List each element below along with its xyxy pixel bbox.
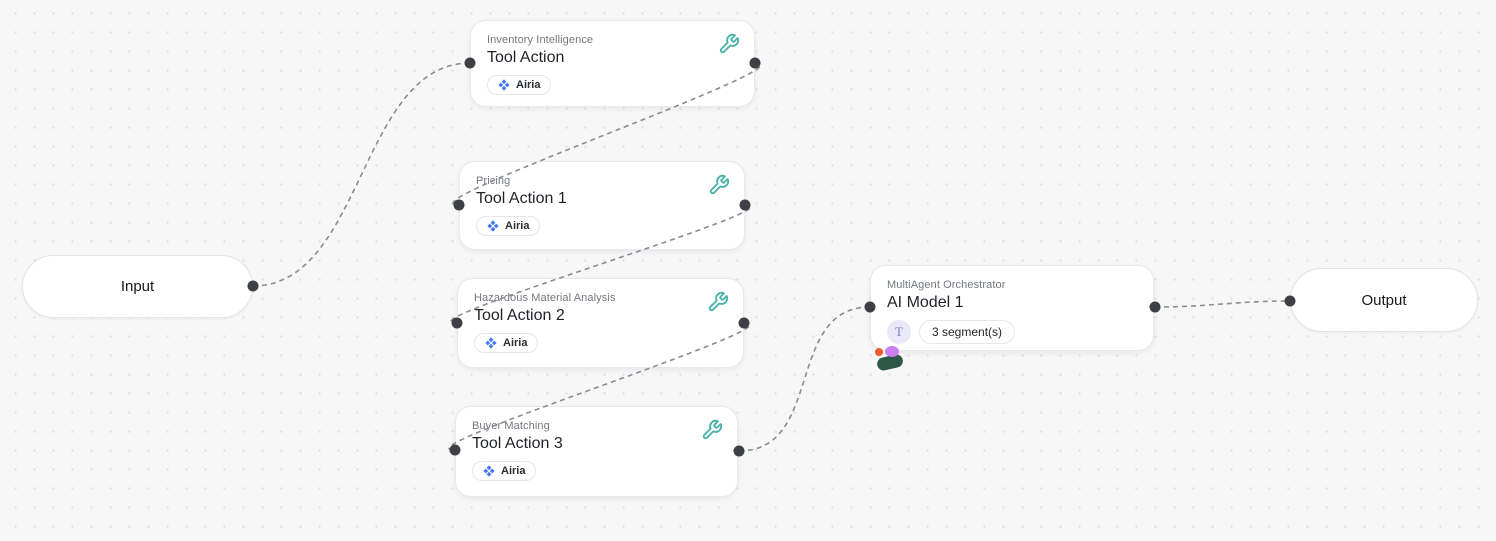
tool-action-1-node[interactable]: Pricing Tool Action 1 Airia: [459, 161, 745, 250]
airia-diamond-icon: [483, 465, 495, 477]
wrench-icon: [707, 291, 729, 318]
node-title: Tool Action 3: [472, 435, 563, 452]
connection-handle[interactable]: [1284, 295, 1296, 307]
airia-badge-label: Airia: [516, 79, 541, 91]
connection-handle[interactable]: [453, 199, 465, 211]
input-node[interactable]: Input: [22, 255, 253, 318]
tool-action-2-node[interactable]: Hazardous Material Analysis Tool Action …: [457, 278, 744, 368]
airia-badge: Airia: [474, 333, 539, 353]
node-subtitle: MultiAgent Orchestrator: [887, 279, 1006, 291]
node-title: Tool Action: [487, 49, 565, 66]
airia-diamond-icon: [498, 79, 510, 91]
airia-diamond-icon: [485, 337, 497, 349]
node-subtitle: Buyer Matching: [472, 420, 550, 432]
wrench-icon: [708, 174, 730, 201]
logo-orange-dot: [875, 348, 883, 356]
connection-handle[interactable]: [738, 317, 750, 329]
text-type-badge: T: [887, 320, 911, 344]
airia-badge-label: Airia: [505, 220, 530, 232]
output-node-label: Output: [1361, 291, 1407, 309]
connection-handle[interactable]: [464, 57, 476, 69]
ai-model-node[interactable]: MultiAgent Orchestrator AI Model 1 T 3 s…: [870, 265, 1154, 372]
connection-handle[interactable]: [451, 317, 463, 329]
node-title: Tool Action 2: [474, 307, 565, 324]
tool-action-node[interactable]: Inventory Intelligence Tool Action Airia: [470, 20, 755, 107]
airia-badge-label: Airia: [501, 465, 526, 477]
airia-badge: Airia: [472, 461, 537, 481]
connection-handle[interactable]: [733, 445, 745, 457]
connection-handle[interactable]: [247, 280, 259, 292]
node-title: AI Model 1: [887, 294, 964, 311]
airia-badge: Airia: [487, 75, 552, 95]
output-node[interactable]: Output: [1290, 268, 1478, 332]
airia-badge-label: Airia: [503, 337, 528, 349]
node-subtitle: Pricing: [476, 175, 511, 187]
wrench-icon: [718, 33, 740, 60]
airia-badge: Airia: [476, 216, 541, 236]
node-title: Tool Action 1: [476, 190, 567, 207]
wrench-icon: [701, 419, 723, 446]
airia-diamond-icon: [487, 220, 499, 232]
logo-purple-dot: [885, 346, 899, 357]
segments-badge-label: 3 segment(s): [932, 325, 1003, 339]
node-subtitle: Hazardous Material Analysis: [474, 292, 616, 304]
input-node-label: Input: [120, 278, 155, 295]
connection-handle[interactable]: [749, 57, 761, 69]
tool-action-3-node[interactable]: Buyer Matching Tool Action 3 Airia: [455, 406, 738, 497]
segments-badge: 3 segment(s): [919, 320, 1016, 344]
node-subtitle: Inventory Intelligence: [487, 34, 594, 46]
connection-handle[interactable]: [1149, 301, 1161, 313]
connection-handle[interactable]: [864, 301, 876, 313]
connection-handle[interactable]: [739, 199, 751, 211]
connection-handle[interactable]: [449, 444, 461, 456]
